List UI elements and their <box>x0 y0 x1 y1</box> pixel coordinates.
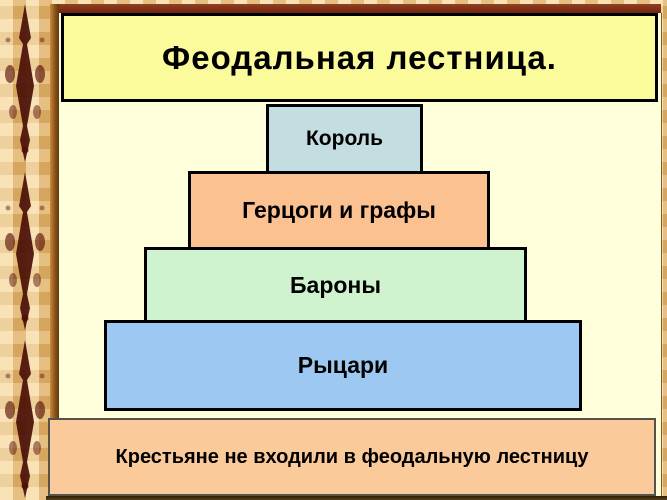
pyramid-level-label: Король <box>305 127 384 150</box>
pyramid-level-dukes-counts: Герцоги и графы <box>188 171 490 250</box>
frame-left-divider <box>50 4 59 496</box>
frame-top-band <box>50 4 661 13</box>
pyramid-level-king: Король <box>266 104 423 174</box>
pyramid-level-label: Рыцари <box>297 352 389 378</box>
pyramid-level-knights: Рыцари <box>104 320 582 411</box>
peasants-note-text: Крестьяне не входили в феодальную лестни… <box>115 445 589 468</box>
pyramid-level-label: Бароны <box>290 271 381 298</box>
pyramid-level-label: Герцоги и графы <box>242 197 436 223</box>
peasants-note-box: Крестьяне не входили в феодальную лестни… <box>48 418 656 496</box>
slide-title: Феодальная лестница. <box>162 38 557 76</box>
pyramid-level-barons: Бароны <box>144 247 527 323</box>
ornament-border-icon <box>0 0 50 500</box>
slide-title-box: Феодальная лестница. <box>61 13 658 102</box>
frame-bottom-band <box>46 496 667 500</box>
